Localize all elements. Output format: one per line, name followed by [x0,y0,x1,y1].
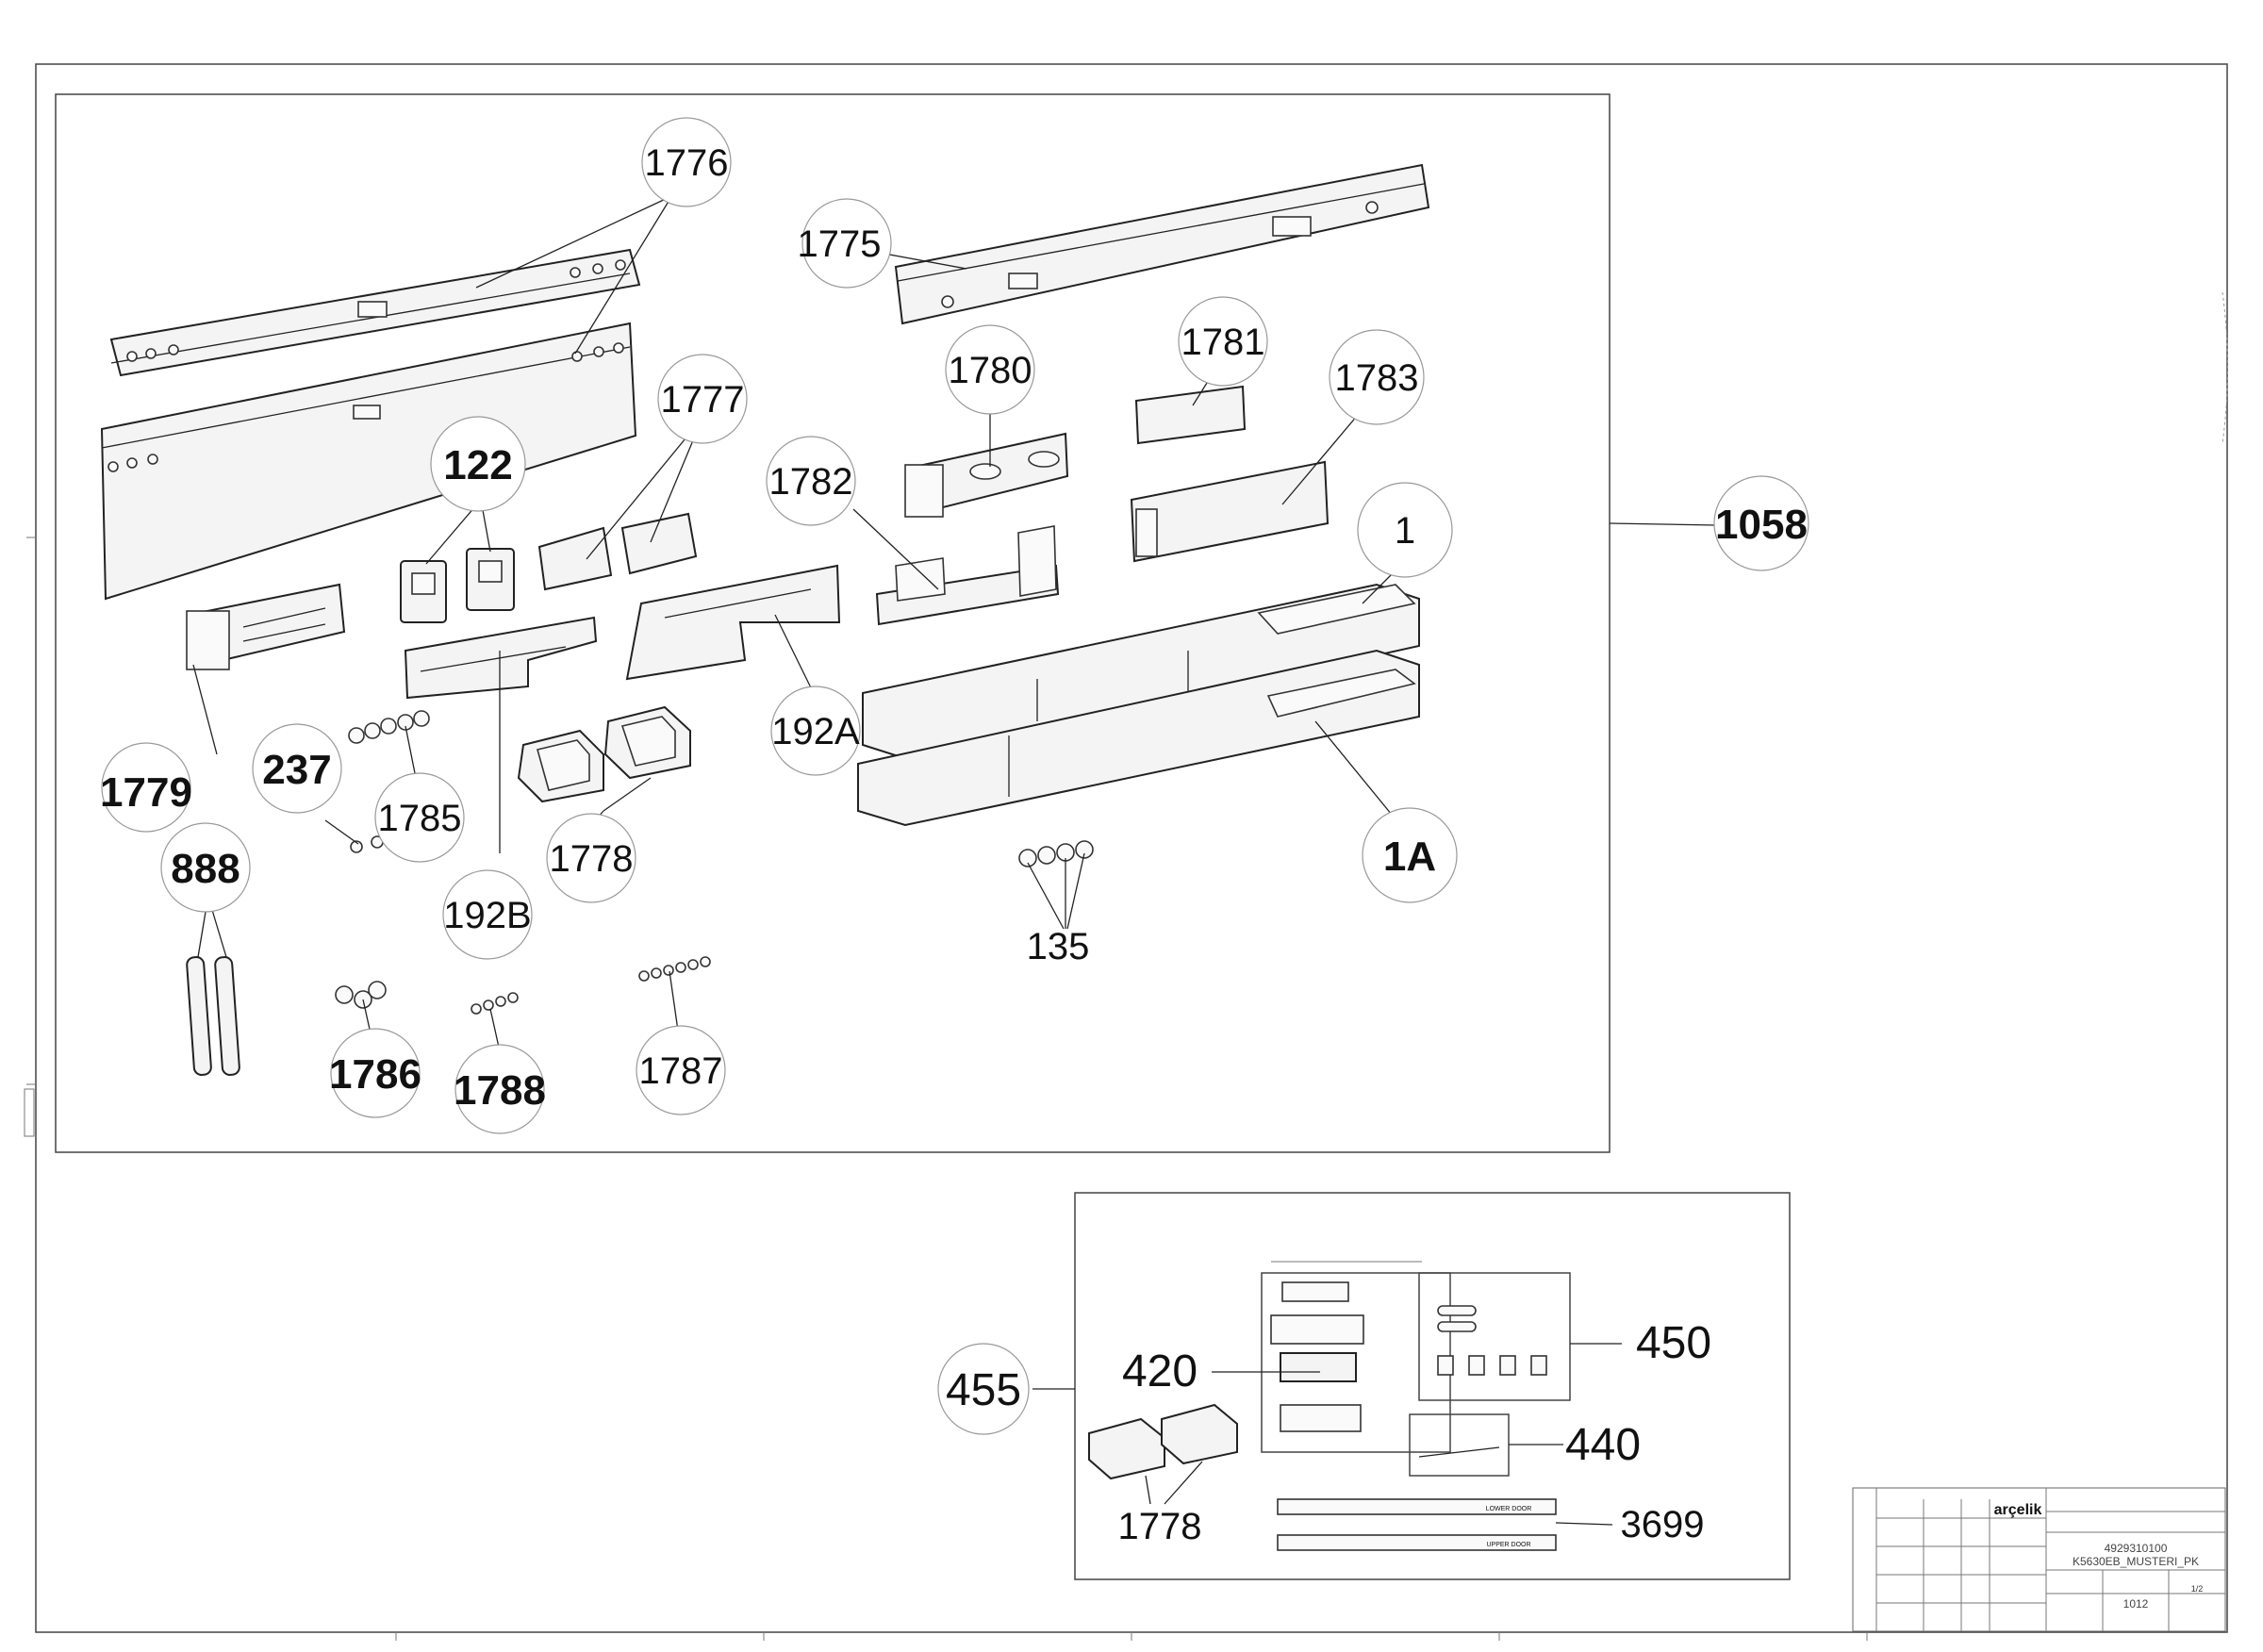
rail-1776-upper [109,248,641,377]
part-192B [404,616,598,700]
callout-1775: 1775 [798,223,882,265]
callout-888: 888 [171,846,240,892]
callout-1780: 1780 [949,350,1032,391]
sheet-count: 1/2 [2191,1584,2204,1594]
screws-1785 [348,710,430,744]
part-1778 [517,705,691,803]
callout-1783: 1783 [1335,357,1419,399]
part-1778-packed [1088,1403,1238,1480]
callout-192B: 192B [443,895,531,936]
callout-1782: 1782 [769,461,853,503]
packaging-panel: LOWER DOOR UPPER DOOR 455 420 450 440 17… [937,1261,1711,1551]
part-192A [625,564,841,681]
callout-1778-panel: 1778 [1118,1506,1202,1547]
callout-237: 237 [262,747,331,793]
callout-440: 440 [1565,1420,1641,1470]
upper-door-text: UPPER DOOR [1486,1542,1530,1548]
callout-455: 455 [946,1365,1021,1415]
brand-logo: arçelik [1994,1502,2042,1518]
kit-450-box [1418,1272,1571,1401]
rail-1776-lower [100,322,637,601]
callout-1781: 1781 [1181,322,1265,363]
callout-1: 1 [1395,510,1415,552]
callout-1785: 1785 [378,798,462,839]
callout-450: 450 [1636,1318,1711,1368]
packaging-panel-frame [1074,1192,1791,1580]
callout-1058: 1058 [1715,502,1808,548]
crisper-tray-1A [857,649,1420,827]
main-assembly-frame [55,93,1611,1153]
callout-192A: 192A [771,711,860,752]
sheet-frame [24,63,2228,1641]
screws-1788 [471,992,519,1015]
part-1777 [537,512,698,591]
rail-1775 [894,163,1430,325]
callout-1A: 1A [1383,834,1436,880]
title-block: arçelik 4929310100 K5630EB_MUSTERI_PK 10… [1852,1487,2226,1632]
callout-1778: 1778 [550,838,634,880]
crisper-tray-1 [862,583,1420,761]
screws-135 [1018,840,1094,867]
callout-1777: 1777 [661,379,745,421]
part-description: K5630EB_MUSTERI_PK [2073,1555,2199,1568]
callout-1787: 1787 [639,1050,723,1092]
callout-135: 135 [1027,926,1090,967]
part-1782 [875,525,1060,626]
kit-440-box [1409,1413,1510,1477]
part-number: 4929310100 [2105,1542,2168,1555]
leader-lines [192,197,1717,1052]
panel-3699-upper-door: UPPER DOOR [1277,1534,1557,1551]
screws-1786 [335,981,387,1009]
callout-1779: 1779 [100,769,192,816]
panel-3699-lower-door: LOWER DOOR [1277,1498,1557,1515]
callout-1786: 1786 [329,1051,421,1098]
part-122 [400,548,515,623]
handles-888 [186,956,240,1076]
part-1780 [904,432,1069,518]
part-1783 [1130,460,1330,563]
part-1781 [1134,385,1247,445]
part-1779 [186,583,346,670]
lower-door-text: LOWER DOOR [1486,1506,1532,1512]
callout-1788: 1788 [454,1067,546,1114]
callout-420: 420 [1122,1346,1198,1396]
screws-1787 [638,956,711,982]
callout-bubbles [101,117,1809,1134]
callout-3699: 3699 [1621,1504,1705,1545]
sheet-number: 1012 [2123,1597,2149,1611]
callout-122: 122 [443,442,512,488]
callout-labels: 1776 1775 1780 1781 1783 1777 122 1782 1… [100,142,1808,1114]
callout-1776: 1776 [645,142,729,184]
